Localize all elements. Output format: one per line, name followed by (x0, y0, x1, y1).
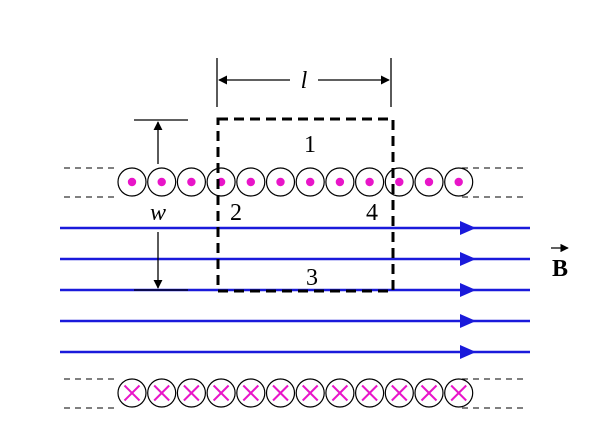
side-label-1: 1 (304, 132, 316, 158)
cross-icon (153, 384, 170, 402)
wire-out-of-page (265, 167, 296, 197)
cross-icon (272, 384, 289, 402)
dot-icon (157, 177, 166, 187)
dot-icon (127, 177, 137, 187)
wire-into-page (384, 378, 414, 408)
dot-icon (424, 177, 434, 187)
side-label-3: 3 (306, 265, 318, 291)
field-arrow-icon (460, 283, 476, 297)
wire-out-of-page (147, 167, 177, 197)
wire-into-page (117, 378, 147, 408)
field-line (60, 283, 530, 297)
wire-into-page (147, 378, 177, 408)
field-arrow-icon (460, 314, 476, 328)
wire-out-of-page (176, 167, 206, 197)
width-label: w (150, 200, 166, 226)
wire-into-page (236, 378, 266, 408)
wire-out-of-page (414, 167, 444, 197)
side-label-4: 4 (366, 200, 378, 226)
solenoid-dashed-edges (64, 167, 528, 409)
cross-icon (331, 384, 349, 402)
wire-into-page (295, 378, 325, 408)
wire-into-page (325, 378, 355, 408)
top-wire-row (117, 167, 474, 197)
width-dimension (134, 119, 188, 291)
cross-icon (183, 384, 200, 402)
wire-into-page (206, 378, 236, 408)
dot-icon (365, 177, 374, 187)
wire-out-of-page (117, 167, 147, 197)
dot-icon (335, 177, 345, 187)
wire-into-page (176, 378, 206, 408)
wire-out-of-page (295, 167, 325, 197)
field-line (60, 221, 530, 235)
dot-icon (395, 177, 404, 187)
dot-icon (246, 177, 255, 187)
cross-icon (242, 384, 260, 402)
field-line (60, 314, 530, 328)
wire-out-of-page (325, 167, 355, 197)
field-line (60, 252, 530, 266)
wire-out-of-page (236, 167, 266, 197)
field-label: B (552, 256, 568, 282)
bottom-wire-row (117, 378, 474, 408)
wire-into-page (444, 378, 474, 408)
cross-icon (361, 384, 378, 402)
dot-icon (306, 177, 315, 187)
cross-icon (450, 384, 467, 402)
cross-icon (391, 384, 408, 402)
field-vector-label: B (551, 243, 569, 282)
length-dimension (216, 58, 392, 107)
wire-out-of-page (384, 167, 414, 197)
wire-into-page (265, 378, 296, 408)
magnetic-field-lines (60, 221, 530, 359)
cross-icon (123, 384, 141, 402)
dot-icon (187, 177, 196, 187)
dot-icon (276, 177, 285, 187)
cross-icon (301, 384, 319, 402)
wire-out-of-page (444, 167, 474, 197)
wire-out-of-page (206, 167, 236, 197)
field-arrow-icon (460, 221, 476, 235)
length-label: l (301, 68, 308, 94)
dot-icon (454, 177, 463, 187)
wire-into-page (355, 378, 385, 408)
cross-icon (212, 384, 230, 402)
amperian-loop (216, 117, 395, 293)
side-label-2: 2 (230, 200, 242, 226)
field-line (60, 345, 530, 359)
wire-into-page (414, 378, 444, 408)
field-arrow-icon (460, 345, 476, 359)
field-arrow-icon (460, 252, 476, 266)
wire-out-of-page (355, 167, 385, 197)
cross-icon (420, 384, 438, 402)
